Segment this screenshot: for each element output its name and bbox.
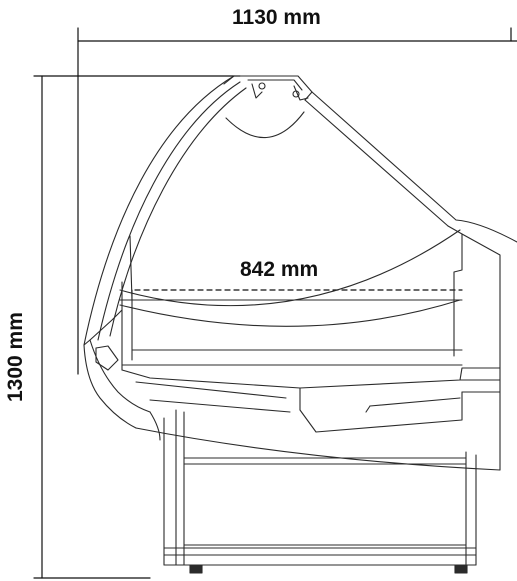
height-dimension-label: 1300 mm	[4, 312, 27, 402]
base-tub	[135, 367, 501, 471]
curved-front-glass	[83, 75, 247, 346]
width-dimension-label: 1130 mm	[232, 6, 321, 29]
stand-frame	[163, 409, 477, 566]
depth-dimension-label: 842 mm	[240, 258, 319, 281]
canopy	[223, 75, 313, 139]
feet	[189, 564, 468, 574]
front-lower-frame	[83, 235, 301, 429]
height-dimension-line	[33, 75, 241, 579]
interior-shelf	[119, 229, 463, 371]
rear-glass	[304, 91, 517, 471]
width-dimension-line	[77, 27, 517, 375]
